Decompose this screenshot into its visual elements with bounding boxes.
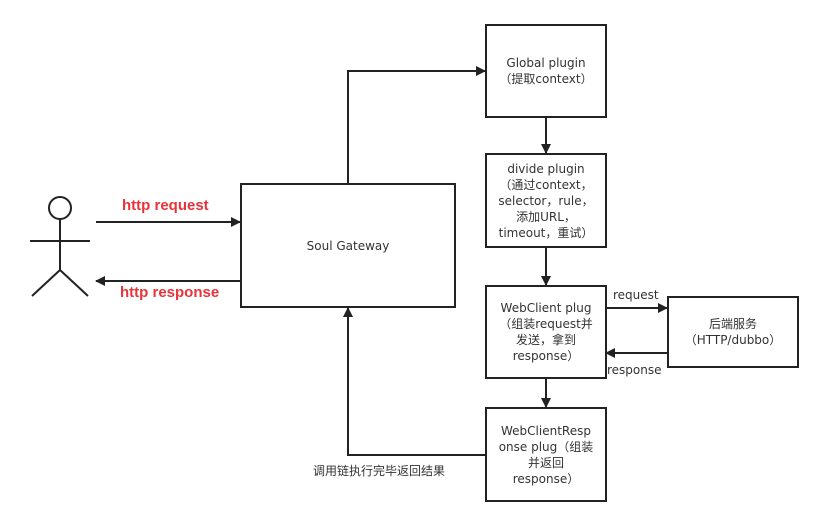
webclient-plugin-line-1: WebClient plug [500,301,592,315]
backend-service-node: 后端服务 （HTTP/dubbo） [667,296,799,368]
response-to-gateway-arrow [343,307,485,456]
webclient-plugin-line-3: 发送，拿到 [515,333,576,347]
request-label: request [613,288,659,302]
soul-gateway-node: Soul Gateway [240,183,456,308]
http-request-label: http request [122,197,209,214]
webclient-response-line-4: response） [512,471,580,486]
gateway-to-global-arrow [347,66,486,183]
global-plugin-line-1: Global plugin [506,56,586,70]
divide-plugin-line-2: （通过context， [499,177,593,192]
backend-service-line-2: （HTTP/dubbo） [684,333,782,347]
http-response-label: http response [120,284,220,301]
divide-plugin-line-5: timeout，重试） [498,225,594,240]
webclient-plugin-node: WebClient plug （组装request并 发送，拿到 respons… [485,285,607,379]
soul-gateway-label: Soul Gateway [306,238,390,253]
backend-service-line-1: 后端服务 [708,317,757,331]
webclient-plugin-line-4: response） [512,349,580,363]
webclient-plugin-line-2: （组装request并 [499,317,593,331]
divide-plugin-node: divide plugin （通过context， selector，rule，… [485,153,607,248]
global-plugin-line-2: （提取context） [499,72,593,86]
user-actor-icon [30,196,90,297]
divide-plugin-line-4: 添加URL， [516,209,576,224]
divide-plugin-line-1: divide plugin [507,161,585,176]
chain-return-label: 调用链执行完毕返回结果 [313,464,446,478]
global-plugin-node: Global plugin （提取context） [485,24,607,118]
response-label: response [607,363,662,377]
divide-plugin-line-3: selector，rule， [498,193,594,208]
webclient-response-line-3: 并返回 [527,455,564,470]
webclient-response-line-1: WebClientResp [501,423,591,438]
webclient-response-plugin-node: WebClientResp onse plug（组装 并返回 response） [485,407,607,502]
webclient-response-line-2: onse plug（组装 [498,439,594,454]
